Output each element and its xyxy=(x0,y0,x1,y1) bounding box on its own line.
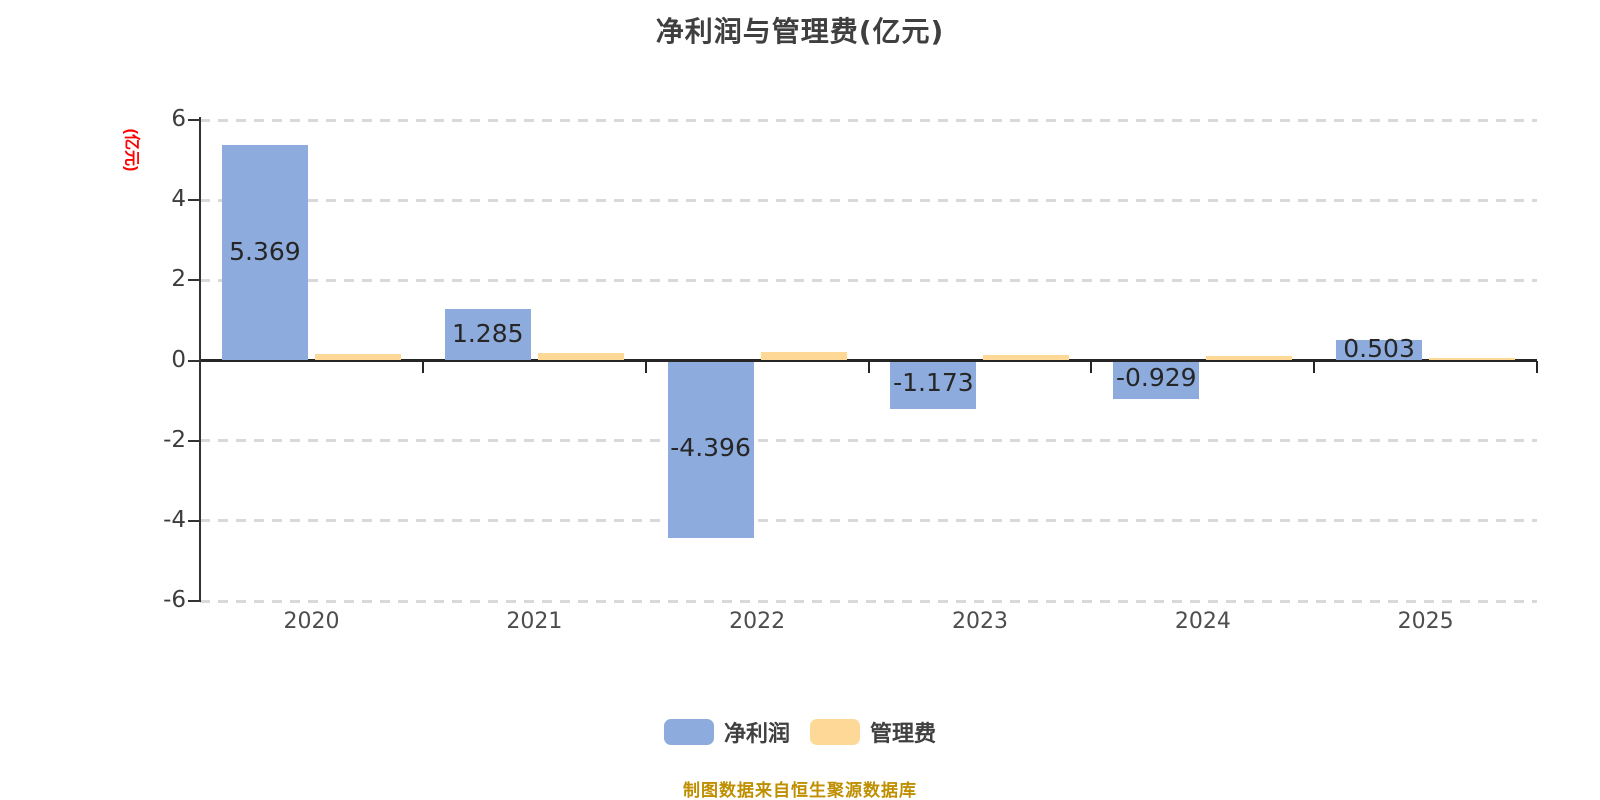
y-axis-tick xyxy=(188,119,200,121)
x-tick-label-2020: 2020 xyxy=(283,609,340,634)
y-axis-tick xyxy=(188,600,200,602)
y-tick-label: 2 xyxy=(171,266,186,293)
y-axis-tick xyxy=(188,199,200,202)
y-tick-label: 6 xyxy=(171,106,186,132)
legend-item-net-profit: 净利润 xyxy=(663,716,790,748)
x-tick-label-2022: 2022 xyxy=(729,609,786,634)
bar-value-label: -1.173 xyxy=(893,368,974,397)
x-axis-tick xyxy=(867,360,870,373)
gridline-y-4 xyxy=(200,519,1537,523)
x-tick-label-2024: 2024 xyxy=(1174,609,1231,634)
mgmt-fee-bar-2021 xyxy=(537,352,624,361)
net-profit-bar-2020 xyxy=(221,145,308,361)
gridline-y-6 xyxy=(200,599,1537,603)
bar-value-label: -4.396 xyxy=(670,432,751,462)
data-source-note: 制图数据来自恒生聚源数据库 xyxy=(683,781,917,800)
bar-value-label: 5.369 xyxy=(229,236,301,266)
mgmt-fee-bar-2024 xyxy=(1206,356,1293,361)
y-axis-tick xyxy=(188,279,200,282)
y-axis-line xyxy=(199,117,201,602)
y-axis-tick xyxy=(188,519,200,522)
bar-value-label: 1.285 xyxy=(451,318,524,348)
gridline-y-2 xyxy=(200,439,1537,443)
net-profit-bar-2025 xyxy=(1336,340,1423,361)
y-tick-label: -6 xyxy=(163,587,186,613)
chart-title: 净利润与管理费(亿元) xyxy=(655,15,945,48)
gridline-y4 xyxy=(200,198,1537,202)
x-tick-label-2023: 2023 xyxy=(952,609,1008,634)
net-profit-bar-2021 xyxy=(444,308,531,361)
bar-value-label: -0.929 xyxy=(1115,363,1197,393)
net-profit-bar-2023 xyxy=(890,362,977,410)
y-tick-label: -4 xyxy=(163,506,186,533)
net-profit-swatch xyxy=(663,719,714,745)
mgmt-fee-swatch xyxy=(810,719,860,745)
net-profit-legend-label: 净利润 xyxy=(723,721,790,746)
x-axis-tick xyxy=(1536,360,1538,373)
x-tick-label-2025: 2025 xyxy=(1397,609,1454,634)
mgmt-fee-bar-2020 xyxy=(314,353,401,361)
y-tick-label: -2 xyxy=(163,426,186,453)
net-profit-bar-2024 xyxy=(1113,362,1200,400)
x-axis-tick xyxy=(1313,360,1316,373)
net-profit-bar-2022 xyxy=(667,362,754,539)
y-tick-label: 0 xyxy=(171,346,186,373)
x-axis-tick xyxy=(644,360,647,373)
legend-item-mgmt-fee: 管理费 xyxy=(810,716,936,748)
mgmt-fee-bar-2022 xyxy=(760,351,847,361)
x-axis-tick xyxy=(421,360,424,373)
bar-value-label: 0.503 xyxy=(1343,334,1415,364)
gridline-y6 xyxy=(200,118,1537,122)
y-tick-label: 4 xyxy=(171,186,186,213)
y-axis-tick xyxy=(188,359,200,362)
legend: 净利润 管理费 xyxy=(0,712,1600,752)
gridline-y2 xyxy=(200,278,1537,282)
y-axis-tick xyxy=(188,439,200,442)
mgmt-fee-legend-label: 管理费 xyxy=(870,721,937,746)
x-tick-label-2021: 2021 xyxy=(506,609,563,634)
mgmt-fee-bar-2025 xyxy=(1429,357,1516,361)
mgmt-fee-bar-2023 xyxy=(983,354,1070,361)
x-axis-tick xyxy=(1090,360,1093,373)
